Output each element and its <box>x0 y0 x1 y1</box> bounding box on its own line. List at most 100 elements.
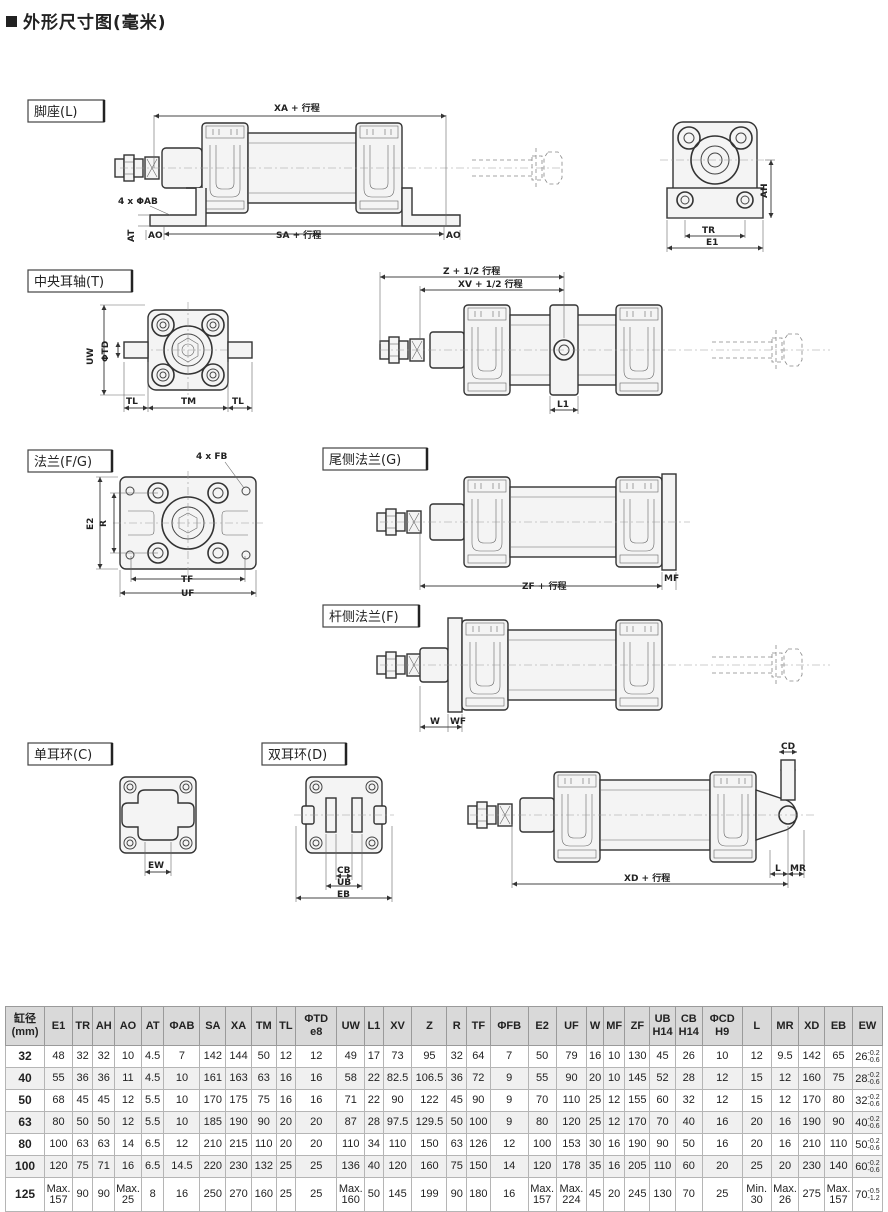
table-cell: 25 <box>586 1111 604 1134</box>
col-header-label: SA <box>205 1019 221 1032</box>
table-cell: 55 <box>527 1067 557 1090</box>
dim-e2: E2 <box>86 518 96 530</box>
col-header-label: XA <box>230 1019 247 1032</box>
table-cell: 26 <box>674 1045 703 1068</box>
bore-cell: 40 <box>4 1067 46 1090</box>
table-cell: 95 <box>411 1045 448 1068</box>
col-header: AH <box>92 1006 116 1046</box>
page-title: 外形尺寸图(毫米) <box>6 8 167 33</box>
table-cell: 9 <box>489 1089 529 1112</box>
ew-tolerance: -0.2-0.6 <box>868 1050 880 1064</box>
table-cell: 100 <box>44 1133 73 1156</box>
table-cell: 90 <box>92 1177 116 1212</box>
table-cell: 142 <box>199 1045 227 1068</box>
table-cell: 28 <box>674 1067 703 1090</box>
table-cell: 75 <box>824 1067 853 1090</box>
dim-ao-left: AO <box>148 231 163 241</box>
table-cell: 5.5 <box>140 1089 165 1112</box>
col-header: EW <box>851 1006 884 1046</box>
table-cell: 71 <box>336 1089 366 1112</box>
bore-cell: 80 <box>4 1133 46 1156</box>
table-cell: 45 <box>92 1089 116 1112</box>
ew-tol-lower: -0.6 <box>867 1166 880 1174</box>
table-cell: 25 <box>701 1177 743 1212</box>
table-cell: 12 <box>770 1067 800 1090</box>
view-trunnion: 中央耳轴(T) TL TM TL UW ΦTD Z + 1/2 行程 XV + … <box>27 265 830 414</box>
table-cell: 4.5 <box>140 1067 165 1090</box>
table-cell: 40 <box>674 1111 703 1134</box>
table-cell: 16 <box>489 1177 529 1212</box>
col-header: MR <box>770 1006 800 1046</box>
table-cell: 75 <box>71 1155 94 1178</box>
table-cell: 130 <box>649 1177 676 1212</box>
col-header-label: AO <box>119 1019 137 1032</box>
col-header-sublabel: (mm) <box>11 1026 39 1038</box>
table-cell: 11 <box>114 1067 142 1090</box>
ew-cell: 40-0.2-0.6 <box>851 1111 884 1134</box>
table-cell: 32 <box>71 1045 94 1068</box>
col-header-label: AT <box>145 1019 160 1032</box>
col-header: TM <box>250 1006 277 1046</box>
dim-ub: UB <box>337 878 351 888</box>
table-cell: 40 <box>364 1155 384 1178</box>
table-cell: 140 <box>824 1155 853 1178</box>
col-header: EB <box>824 1006 853 1046</box>
table-cell: 170 <box>624 1111 651 1134</box>
table-cell: 90 <box>71 1177 94 1212</box>
table-cell: 160 <box>250 1177 277 1212</box>
table-cell: 6.5 <box>140 1155 165 1178</box>
dim-ew: EW <box>148 861 164 871</box>
table-cell: 161 <box>199 1067 227 1090</box>
dim-l: L <box>775 864 781 874</box>
page-title-text: 外形尺寸图(毫米) <box>23 13 167 33</box>
col-header-label: XD <box>804 1019 820 1032</box>
table-cell: 68 <box>44 1089 73 1112</box>
dim-xd: XD + 行程 <box>624 872 670 884</box>
view-flange-label: 法兰(F/G) <box>34 455 92 470</box>
table-cell: 110 <box>824 1133 853 1156</box>
table-cell: 12 <box>741 1045 772 1068</box>
dim-mf: MF <box>664 574 679 584</box>
table-cell: 106.5 <box>411 1067 448 1090</box>
table-cell: 5.5 <box>140 1111 165 1134</box>
dim-at: AT <box>127 229 137 242</box>
col-header: ZF <box>624 1006 651 1046</box>
table-cell: Max.26 <box>770 1177 800 1212</box>
table-cell: 70 <box>674 1177 703 1212</box>
dim-tr: TR <box>702 226 715 236</box>
dim-r: R <box>99 520 109 527</box>
table-cell: 163 <box>225 1067 252 1090</box>
dim-cd: CD <box>781 742 795 752</box>
view-trunnion-label: 中央耳轴(T) <box>34 275 104 290</box>
ew-tol-upper: -0.2 <box>867 1159 880 1167</box>
dim-ab: 4 x ΦAB <box>118 197 158 207</box>
col-header-label: XV <box>390 1019 405 1032</box>
table-cell: 12 <box>275 1045 297 1068</box>
col-header-label: EB <box>830 1019 847 1032</box>
table-cell: 12 <box>114 1111 142 1134</box>
table-cell: 12 <box>701 1067 743 1090</box>
col-header: TF <box>465 1006 491 1046</box>
col-header-label: Z <box>426 1019 433 1032</box>
table-cell: 36 <box>71 1067 94 1090</box>
bore-cell: 125 <box>4 1177 46 1212</box>
table-cell: 64 <box>465 1045 491 1068</box>
ew-tol-upper: -0.5 <box>867 1187 880 1195</box>
table-cell: 16 <box>295 1089 338 1112</box>
table-cell: 110 <box>382 1133 413 1156</box>
dim-w: W <box>430 717 440 727</box>
table-cell: 90 <box>824 1111 853 1134</box>
table-cell: 20 <box>701 1155 743 1178</box>
table-cell: 12 <box>701 1089 743 1112</box>
table-cell: Max.157 <box>824 1177 853 1212</box>
dim-wf: WF <box>450 717 466 727</box>
ew-value: 32 <box>855 1094 868 1107</box>
table-cell: 16 <box>602 1133 626 1156</box>
dim-tf: TF <box>181 575 193 585</box>
view-single-clevis-label: 单耳环(C) <box>34 748 92 763</box>
dim-eb: EB <box>337 890 350 900</box>
ew-tol-lower: -0.6 <box>867 1078 880 1086</box>
